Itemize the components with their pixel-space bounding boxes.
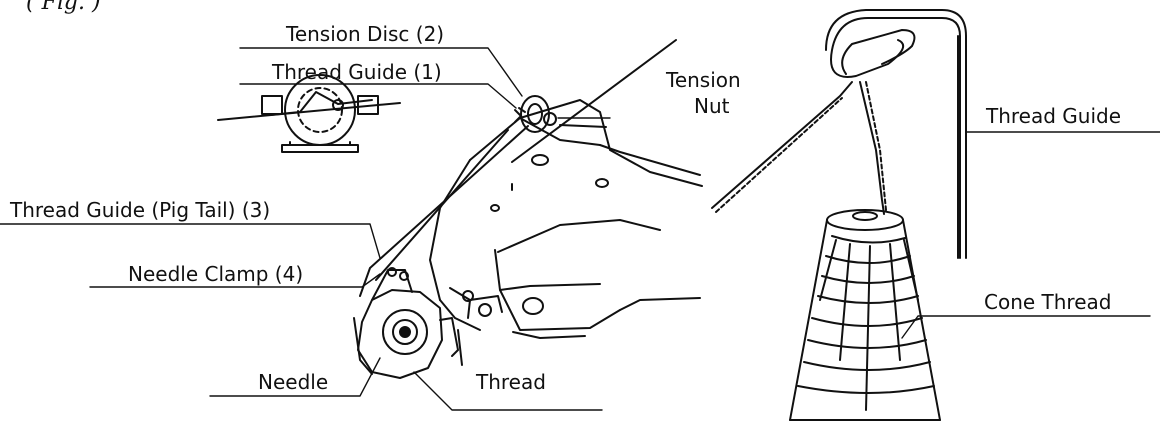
cropped-figure-caption: ( Fig. ) — [26, 0, 101, 15]
label-tension-disc: Tension Disc (2) — [286, 22, 445, 46]
label-needle: Needle — [258, 370, 329, 394]
label-thread-guide-pig-tail: Thread Guide (Pig Tail) (3) — [10, 198, 271, 222]
tension-disc-inset — [217, 74, 401, 153]
leader-lines-right — [901, 131, 1160, 339]
leader-lines-left — [0, 47, 611, 411]
label-thread-guide-1: Thread Guide (1) — [272, 60, 442, 84]
label-needle-clamp: Needle Clamp (4) — [128, 262, 304, 286]
label-thread-guide-stand: Thread Guide — [986, 104, 1122, 128]
needle-head — [353, 267, 463, 379]
label-tension-nut-line1: Tension — [666, 68, 741, 92]
label-cone-thread: Cone Thread — [984, 290, 1112, 314]
thread-stand — [825, 9, 967, 259]
machine-arm — [429, 99, 703, 339]
tension-assembly — [514, 95, 557, 133]
label-thread: Thread — [476, 370, 546, 394]
thread-strand — [711, 81, 887, 215]
cone-thread — [789, 209, 941, 421]
label-tension-nut-line2: Nut — [694, 94, 730, 118]
